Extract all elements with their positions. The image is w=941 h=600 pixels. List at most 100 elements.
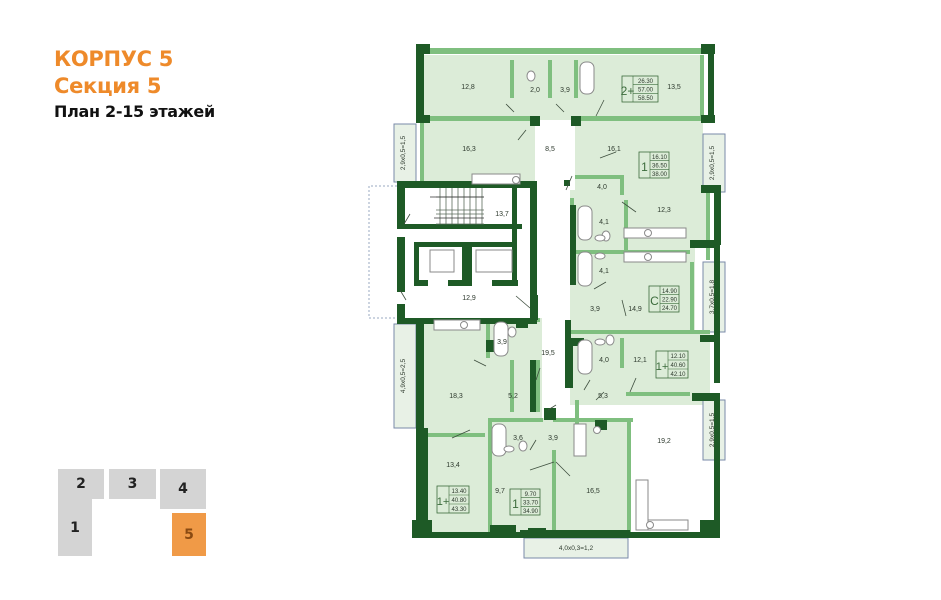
balcony-labels: 2,9х0,5=1,5 4,9х0,5=2,5 2,9х0,5=1,5 3,7х… <box>400 136 716 552</box>
section-5-label: 5 <box>184 526 194 543</box>
room-area-label: 16,5 <box>586 488 600 495</box>
room-area-label: 3,9 <box>560 87 570 94</box>
kitchen-counter-icon <box>623 251 687 263</box>
apartment-fills <box>420 55 710 536</box>
section-2-label: 2 <box>76 476 86 492</box>
sink-round-icon <box>646 521 654 529</box>
apt-2-room-fill[interactable] <box>420 55 704 120</box>
total-area-with-balcony: 43.30 <box>451 507 467 513</box>
kitchen-counter-icon <box>635 479 649 531</box>
apartment-info-1plus-right[interactable]: 1+ 12.10 40.60 42.10 <box>655 350 689 379</box>
apartment-type: 1 <box>641 160 648 174</box>
apartment-type: С <box>650 294 659 308</box>
room-area-label: 14,9 <box>628 306 642 313</box>
apartment-info-boxes: 2+ 26.30 57.00 58.50 1 16.10 36.50 38.00… <box>436 75 689 516</box>
sink-round-icon <box>593 426 601 434</box>
total-area: 57.00 <box>638 88 654 94</box>
kitchen-counter-icon <box>433 319 481 331</box>
room-area-label: 4,0 <box>599 357 609 364</box>
apartment-type: 1 <box>512 497 519 511</box>
section-3-button[interactable]: 3 <box>109 469 156 499</box>
section-2-button[interactable]: 2 <box>58 469 104 499</box>
sink-round-icon <box>512 176 520 184</box>
sink-icon <box>594 252 606 260</box>
staircase <box>430 188 484 225</box>
total-area: 40.60 <box>670 363 686 369</box>
room-16-3-fill[interactable] <box>420 120 535 182</box>
room-13-4-fill[interactable] <box>420 433 488 536</box>
room-area-label: 4,1 <box>599 268 609 275</box>
kitchen-counter-icon <box>471 173 521 185</box>
sink-icon <box>594 234 606 242</box>
room-area-label: 8,5 <box>545 146 555 153</box>
section-title: Секция 5 <box>54 74 162 98</box>
apt-1-bottom-fill[interactable] <box>488 418 631 536</box>
room-labels: 12,8 2,0 3,9 13,5 16,3 8,5 16,1 4,0 12,3… <box>446 84 681 495</box>
room-area-label: 4,1 <box>599 219 609 226</box>
bathtub-icon <box>577 339 593 375</box>
toilet-icon <box>507 326 517 338</box>
total-area-with-balcony: 38.00 <box>652 172 668 178</box>
living-area: 14.90 <box>662 289 678 295</box>
room-area-label: 19,2 <box>657 438 671 445</box>
room-18-3-fill[interactable] <box>420 318 542 433</box>
room-area-label: 12,9 <box>462 295 476 302</box>
living-area: 16.10 <box>652 155 668 161</box>
toilet-icon <box>526 70 536 82</box>
room-area-label: 16,1 <box>607 146 621 153</box>
section-4-button[interactable]: 4 <box>160 469 206 509</box>
apartment-info-1room-bottom[interactable]: 1 9.70 33.70 34.90 <box>509 488 541 516</box>
toilet-icon <box>605 334 615 346</box>
sink-round-icon <box>644 253 652 261</box>
room-area-label: 4,0 <box>597 184 607 191</box>
apartment-info-1room[interactable]: 1 16.10 36.50 38.00 <box>638 151 670 179</box>
total-area: 22.90 <box>662 298 678 304</box>
sink-icon <box>503 445 515 453</box>
room-area-label: 12,1 <box>633 357 647 364</box>
apartment-type: 2+ <box>621 84 635 98</box>
kitchen-fixtures <box>433 173 689 531</box>
kitchen-counter-icon <box>623 227 687 239</box>
room-area-label: 3,6 <box>513 435 523 442</box>
living-area: 12.10 <box>670 354 686 360</box>
door-swings <box>399 99 637 477</box>
bathroom-fixtures <box>491 61 615 457</box>
room-area-label: 19,5 <box>541 350 555 357</box>
section-1-label: 1 <box>70 519 80 536</box>
elevator-small <box>429 249 455 273</box>
toilet-icon <box>518 440 528 452</box>
room-area-label: 13,5 <box>667 84 681 91</box>
section-3-label: 3 <box>127 476 138 492</box>
room-area-label: 13,4 <box>446 462 460 469</box>
living-area: 13.40 <box>451 489 467 495</box>
outside-railing <box>368 185 397 319</box>
elevator-large <box>475 249 513 273</box>
elevators <box>429 249 513 273</box>
total-area-with-balcony: 34.90 <box>523 509 539 515</box>
section-5-button[interactable]: 5 <box>172 513 206 556</box>
balcony-label: 2,9х0,5=1,5 <box>400 136 407 171</box>
apartment-info-2plus[interactable]: 2+ 26.30 57.00 58.50 <box>621 75 659 103</box>
total-area-with-balcony: 58.50 <box>638 96 654 102</box>
apartment-type: 1+ <box>656 361 669 373</box>
apartment-info-studio[interactable]: С 14.90 22.90 24.70 <box>648 285 680 313</box>
total-area: 36.50 <box>652 164 668 170</box>
total-area: 40.80 <box>451 498 467 504</box>
sink-round-icon <box>644 229 652 237</box>
title-block: КОРПУС 5 Секция 5 План 2-15 этажей <box>54 46 215 123</box>
section-1-button[interactable]: 1 <box>58 499 92 556</box>
balcony-label: 3,7х0,5=1,8 <box>709 280 716 315</box>
apartment-info-1plus-bottom[interactable]: 1+ 13.40 40.80 43.30 <box>436 485 470 514</box>
bathtub-icon <box>577 205 593 241</box>
building-title: КОРПУС 5 <box>54 47 174 71</box>
apartment-type: 1+ <box>437 496 450 508</box>
balcony-label: 2,9х0,5=1,5 <box>709 413 716 448</box>
room-area-label: 16,3 <box>462 146 476 153</box>
plan-subtitle: План 2-15 этажей <box>54 102 215 121</box>
room-area-label: 13,7 <box>495 211 509 218</box>
bathtub-icon <box>493 321 509 357</box>
total-area-with-balcony: 42.10 <box>670 372 686 378</box>
balcony-label: 4,0х0,3=1,2 <box>559 545 594 552</box>
living-area: 26.30 <box>638 79 654 85</box>
living-area: 9.70 <box>525 492 537 498</box>
